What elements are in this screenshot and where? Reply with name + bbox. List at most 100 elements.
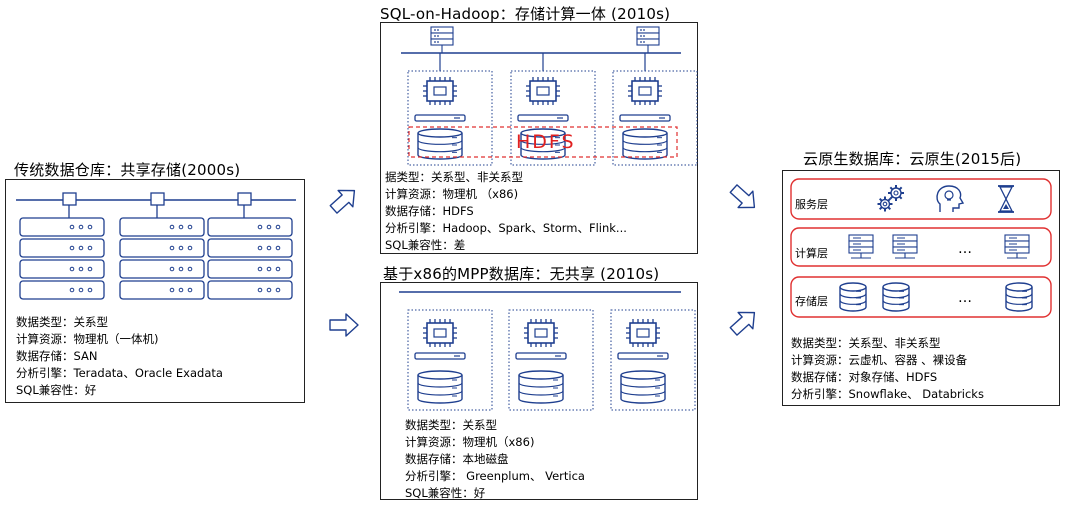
hadoop-info-line: 计算资源：物理机 （x86) [385,187,519,201]
traditional-panel: 数据类型：关系型 计算资源：物理机（一体机) 数据存储：SAN 分析引擎：Ter… [5,179,305,403]
server-unit-icon [207,238,293,258]
hadoop-info-line: 数据存储：HDFS [385,204,474,218]
server-unit-icon [119,280,205,300]
node-boundary [510,70,596,166]
database-disk-icon [518,370,564,404]
hadoop-network [401,26,681,54]
cloud-title: 云原生数据库：云原生(2015后) [803,150,1022,168]
mpp-info: 数据类型：关系型 计算资源：物理机（x86) 数据存储：本地磁盘 分析引擎： G… [405,417,585,502]
cloud-layers [790,178,1052,318]
hadoop-info-line: 据类型：关系型、非关系型 [385,170,523,184]
server-unit-icon [19,217,105,237]
cpu-chip-icon [526,77,560,105]
hadoop-title: SQL-on-Hadoop：存储计算一体 (2010s) [380,5,671,23]
network-card-icon [515,352,567,360]
mpp-info-line: 数据类型：关系型 [405,418,497,432]
service-layer-label: 服务层 [795,198,828,211]
mpp-nodes [407,309,696,411]
compute-layer-label: 计算层 [795,247,828,260]
hadoop-info-line: 分析引擎：Hadoop、Spark、Storm、Flink... [385,221,627,235]
hadoop-info: 据类型：关系型、非关系型 计算资源：物理机 （x86) 数据存储：HDFS 分析… [385,169,627,254]
traditional-server-stacks [19,217,293,300]
mpp-title: 基于x86的MPP数据库：无共享 (2010s) [383,265,660,283]
node-boundary [508,309,594,411]
network-card-icon [517,114,569,122]
node-boundary [610,309,696,411]
cpu-chip-icon [628,77,662,105]
server-unit-icon [207,217,293,237]
mpp-info-line: 分析引擎： Greenplum、 Vertica [405,469,585,483]
traditional-title: 传统数据仓库：共享存储(2000s) [14,161,241,179]
mpp-info-line: 数据存储：本地磁盘 [405,452,509,466]
layer-box [790,178,1052,220]
hadoop-panel: HDFS 据类型：关系型、非关系型 计算资源：物理机 （x86) 数据存储：HD… [380,22,698,254]
network-card-icon [619,114,671,122]
server-unit-icon [19,238,105,258]
cloud-info-line: 数据类型：关系型、非关系型 [791,336,941,350]
cloud-info-line: 分析引擎：Snowflake、 Databricks [791,387,984,401]
server-icon [430,26,454,46]
traditional-info-line: 分析引擎：Teradata、Oracle Exadata [16,366,223,380]
server-unit-icon [19,280,105,300]
database-disk-icon [882,282,910,312]
traditional-diagram [16,192,296,300]
traditional-info: 数据类型：关系型 计算资源：物理机（一体机) 数据存储：SAN 分析引擎：Ter… [16,314,223,399]
database-disk-icon [520,128,566,160]
mpp-info-line: 计算资源：物理机（x86) [405,435,535,449]
compute-server-icon [892,234,918,259]
hourglass-icon [998,185,1014,213]
database-disk-icon [620,370,666,404]
cloud-info: 数据类型：关系型、非关系型 计算资源：云虚机、容器 、裸设备 数据存储：对象存储… [791,335,984,403]
network-card-icon [414,352,466,360]
cpu-chip-icon [423,319,457,347]
hdfs-label: HDFS [516,131,576,153]
cpu-chip-icon [423,77,457,105]
mpp-info-line: SQL兼容性：好 [405,486,486,500]
cloud-info-line: 计算资源：云虚机、容器 、裸设备 [791,353,968,367]
server-unit-icon [119,238,205,258]
network-card-icon [617,352,669,360]
cloud-info-line: 数据存储：对象存储、HDFS [791,370,938,384]
mpp-panel: 数据类型：关系型 计算资源：物理机（x86) 数据存储：本地磁盘 分析引擎： G… [380,282,698,500]
node-boundary [407,309,493,411]
compute-server-icon [1004,234,1030,259]
server-icon [636,26,660,46]
cpu-chip-icon [524,319,558,347]
database-disk-icon [1005,282,1033,312]
storage-layer-label: 存储层 [795,295,828,308]
traditional-info-line: 计算资源：物理机（一体机) [16,332,159,346]
flow-arrow-icon [729,311,756,336]
flow-arrow-icon [329,189,356,214]
node-boundary [407,70,493,166]
san-switches [62,192,252,218]
database-disk-icon [417,370,463,404]
compute-server-icon [848,234,874,259]
gear-icon [888,185,904,201]
hdfs-boundary [408,126,678,158]
mpp-diagram [399,291,696,411]
head-lightbulb-icon [936,185,965,212]
compute-ellipsis: … [958,241,972,257]
hadoop-diagram [401,26,698,166]
cpu-chip-icon [626,319,660,347]
server-unit-icon [207,259,293,279]
network-card-icon [414,114,466,122]
database-disk-icon [622,128,668,160]
traditional-info-line: 数据存储：SAN [16,349,98,363]
cloud-panel: 服务层 计算层 存储层 … … 数据类型：关系型、非关系型 计算资源：云虚机、容… [782,170,1060,406]
flow-arrow-icon [729,184,756,209]
node-boundary [612,70,698,166]
database-disk-icon [839,282,867,312]
database-disk-icon [417,128,463,160]
traditional-info-line: 数据类型：关系型 [16,315,108,329]
server-unit-icon [19,259,105,279]
storage-ellipsis: … [958,290,972,306]
hadoop-nodes [407,53,698,166]
server-unit-icon [119,259,205,279]
traditional-info-line: SQL兼容性：好 [16,383,97,397]
server-unit-icon [207,280,293,300]
server-unit-icon [119,217,205,237]
cloud-diagram [790,178,1052,318]
hadoop-info-line: SQL兼容性：差 [385,238,466,252]
gear-icon [877,196,893,212]
